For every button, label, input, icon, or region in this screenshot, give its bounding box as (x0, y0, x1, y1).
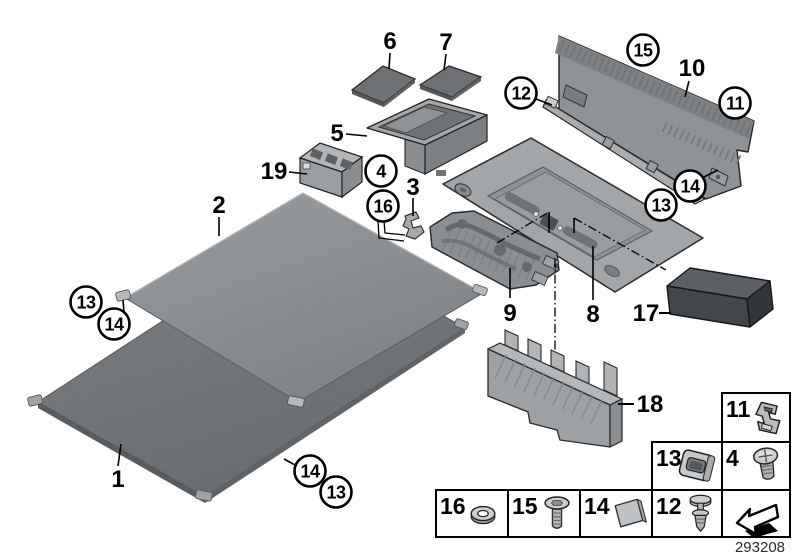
part-18-support-bracket (486, 329, 624, 448)
callout-circle-13[interactable]: 13 (69, 285, 103, 319)
svg-text:14: 14 (584, 493, 610, 519)
svg-text:14: 14 (300, 462, 320, 482)
part-19-bracket (298, 142, 364, 199)
svg-text:16: 16 (440, 493, 466, 519)
callout-label-18[interactable]: 18 (637, 391, 664, 418)
callout-label-17[interactable]: 17 (633, 300, 660, 327)
callout-label-9[interactable]: 9 (503, 300, 516, 327)
part-7-mat (418, 65, 483, 101)
callout-label-2[interactable]: 2 (212, 192, 225, 219)
svg-text:12: 12 (511, 84, 531, 104)
callout-label-5[interactable]: 5 (330, 120, 343, 147)
callout-circle-14[interactable]: 14 (97, 307, 131, 341)
legend-cell-14[interactable]: 14 (579, 489, 653, 538)
callout-circle-14[interactable]: 14 (293, 454, 327, 488)
svg-text:11: 11 (726, 94, 745, 114)
part-9-foam-tool-holder (429, 210, 560, 290)
leader-lines (117, 52, 719, 467)
callout-circle-13[interactable]: 13 (644, 188, 678, 222)
part-2-load-floor-upper (115, 192, 488, 408)
callout-circle-11[interactable]: 11 (718, 86, 752, 120)
callout-label-10[interactable]: 10 (679, 55, 706, 82)
legend-cell-11[interactable]: 11 (721, 392, 791, 443)
callout-circle-16[interactable]: 16 (366, 189, 400, 223)
svg-text:12: 12 (656, 493, 682, 519)
legend-cell-arrow[interactable] (721, 489, 791, 538)
svg-text:15: 15 (633, 41, 653, 61)
callout-label-6[interactable]: 6 (383, 28, 396, 55)
callout-circle-4[interactable]: 4 (364, 154, 398, 188)
legend-cell-13[interactable]: 13 (651, 441, 723, 491)
part-10-sill-trim-panel (542, 35, 755, 205)
callout-circle-12[interactable]: 12 (504, 76, 538, 110)
callout-circle-14[interactable]: 14 (673, 169, 707, 203)
part-5-storage-tray (366, 98, 488, 176)
svg-text:13: 13 (651, 196, 671, 216)
svg-text:4: 4 (726, 445, 739, 471)
legend-cell-16[interactable]: 16 (435, 489, 509, 538)
callout-layer: 15 12 11 14 13 4 16 13 14 14 13 6 7 10 5 19 3 2 9 8 17 18 1 (69, 28, 752, 509)
svg-text:14: 14 (104, 315, 124, 335)
svg-text:16: 16 (373, 197, 393, 217)
callout-label-3[interactable]: 3 (406, 174, 419, 201)
svg-text:13: 13 (326, 483, 346, 503)
diagram-number: 293208 (735, 539, 785, 556)
callout-label-8[interactable]: 8 (586, 301, 599, 328)
legend-cell-4[interactable]: 4 (721, 441, 791, 491)
svg-text:11: 11 (726, 396, 751, 422)
legend-table: 11 13 4 16 15 14 12 (435, 392, 791, 538)
svg-text:4: 4 (376, 162, 386, 182)
svg-text:13: 13 (656, 445, 682, 471)
callout-label-1[interactable]: 1 (111, 466, 124, 493)
legend-cell-15[interactable]: 15 (507, 489, 581, 538)
svg-text:13: 13 (76, 293, 96, 313)
part-6-mat (350, 65, 417, 107)
part-17-rubber-block (666, 267, 774, 328)
legend-cell-12[interactable]: 12 (651, 489, 723, 538)
callout-label-7[interactable]: 7 (439, 29, 452, 56)
callout-label-19[interactable]: 19 (261, 158, 288, 185)
part-3-clip (402, 211, 425, 240)
svg-text:14: 14 (680, 177, 700, 197)
svg-text:15: 15 (512, 493, 538, 519)
callout-circle-13[interactable]: 13 (319, 475, 353, 509)
callout-circle-15[interactable]: 15 (626, 33, 660, 67)
